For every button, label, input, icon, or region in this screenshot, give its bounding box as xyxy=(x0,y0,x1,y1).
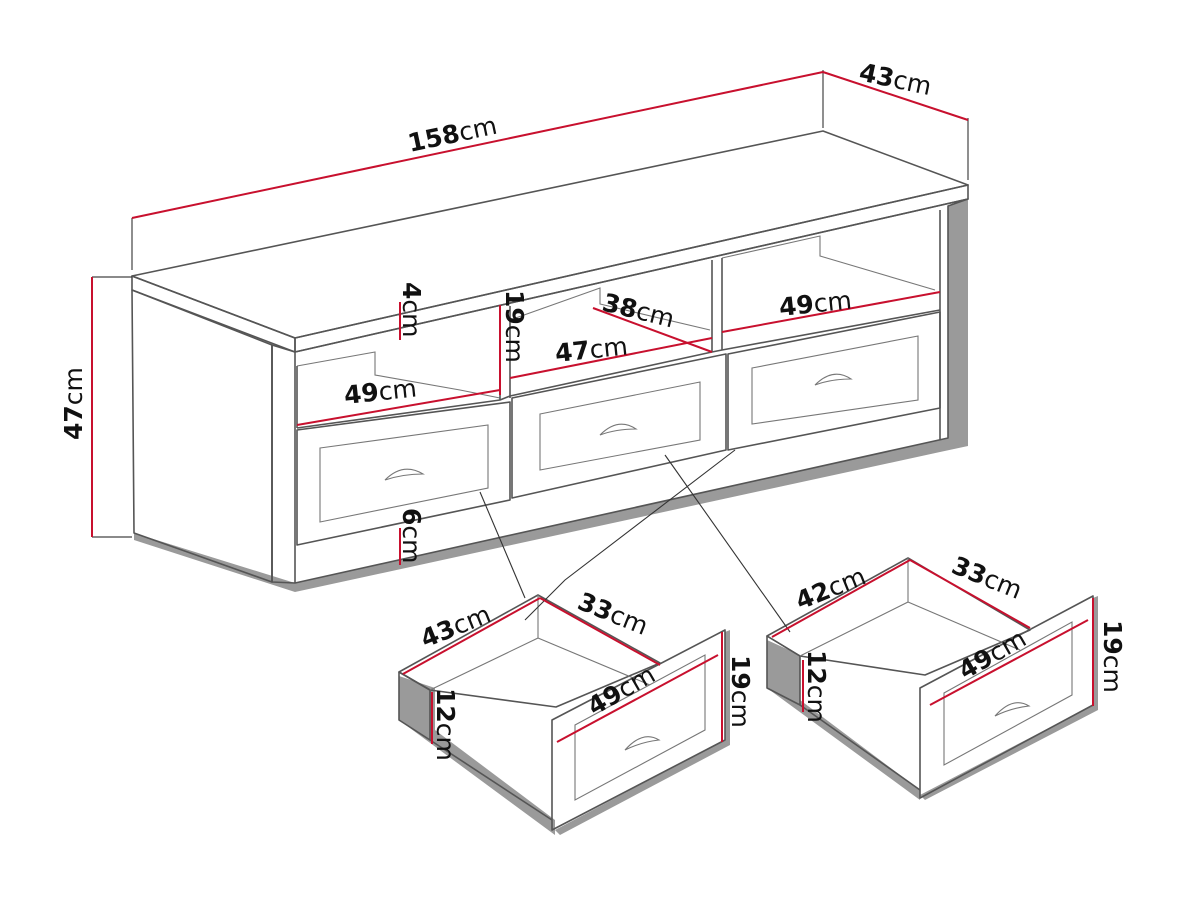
label-drawer1-front-width: 49cm xyxy=(583,660,661,722)
leader-right-drawer-a xyxy=(524,449,736,621)
label-shelf-depth: 38cm xyxy=(600,288,678,334)
cabinet-drawer-middle[interactable] xyxy=(511,353,727,499)
label-drawer1-front-height: 19cm xyxy=(726,655,755,728)
drawer-handle-icon xyxy=(624,736,661,751)
drawer2-shadow xyxy=(767,640,920,800)
dim-line-drawer1-depth xyxy=(402,597,541,675)
label-drawer2-box-height: 12cm xyxy=(802,650,831,723)
leader-lines xyxy=(479,449,791,633)
drawer2-box-floor xyxy=(907,601,1021,651)
label-drawer1-width: 33cm xyxy=(574,587,652,641)
shelf-middle-back xyxy=(509,287,711,331)
label-drawer2-width: 33cm xyxy=(948,551,1026,605)
drawer-handle-icon xyxy=(384,468,425,481)
drawer1-shadow xyxy=(399,676,555,835)
drawer-row-top xyxy=(296,309,941,429)
drawer2-front-inner xyxy=(943,621,1073,766)
label-drawer2-front-height: 19cm xyxy=(1098,620,1127,693)
label-middle-shelf-height: 19cm xyxy=(500,290,529,363)
dim-line-total-width xyxy=(131,71,824,219)
dim-line-drawer2-depth xyxy=(771,559,911,638)
dim-line-left-shelf-width xyxy=(296,389,501,426)
shelf-left-back xyxy=(296,351,501,399)
drawer-handle-icon xyxy=(599,423,638,436)
label-shelf-top-gap: 4cm xyxy=(397,282,426,338)
label-drawer2-front-width: 49cm xyxy=(954,624,1032,686)
drawer-handle-icon xyxy=(814,373,853,386)
label-drawer2-depth: 42cm xyxy=(791,561,869,615)
dimension-lines xyxy=(91,70,1094,744)
tv-cabinet xyxy=(131,130,969,592)
label-right-shelf-width: 49cm xyxy=(778,286,854,322)
dim-line-drawer1-width xyxy=(539,597,661,666)
drawer1-box-bottom xyxy=(429,739,553,821)
label-middle-shelf-width: 47cm xyxy=(554,332,630,368)
dim-line-depth xyxy=(822,71,969,121)
label-drawer1-box-height: 12cm xyxy=(431,688,460,761)
dim-line-shelf-depth xyxy=(592,307,713,353)
leader-left-drawer xyxy=(479,491,526,599)
cabinet-shadow xyxy=(940,199,968,452)
cabinet-bottom-shadow xyxy=(134,440,940,592)
drawer2-box-bottom xyxy=(799,704,921,791)
dim-line-drawer2-front-width xyxy=(929,619,1089,706)
dim-line-drawer2-width xyxy=(909,559,1031,629)
dim-line-drawer1-front-width xyxy=(556,654,719,743)
leader-middle-drawer xyxy=(664,454,791,633)
label-depth: 43cm xyxy=(857,58,934,102)
dim-line-right-shelf-width xyxy=(721,291,941,333)
label-plinth-height: 6cm xyxy=(397,508,426,564)
drawer1-box-floor xyxy=(537,637,651,686)
shelf-right-back xyxy=(721,235,936,291)
label-left-shelf-width: 49cm xyxy=(343,374,419,410)
drawer-handle-icon xyxy=(994,702,1031,717)
drawer2-front-shadow xyxy=(920,596,1098,800)
drawer1-front xyxy=(551,629,726,831)
cabinet-top-front-edge xyxy=(131,275,296,353)
cabinet-front-frame xyxy=(271,198,969,584)
drawer-detail-left xyxy=(398,594,730,835)
cabinet-drawer-left[interactable] xyxy=(296,401,511,546)
label-height: 47cm xyxy=(59,367,88,440)
cabinet-drawer-right[interactable] xyxy=(727,311,941,451)
drawer1-front-inner xyxy=(574,654,706,801)
cabinet-left-side xyxy=(131,289,273,583)
dim-line-middle-shelf-width xyxy=(509,337,713,379)
